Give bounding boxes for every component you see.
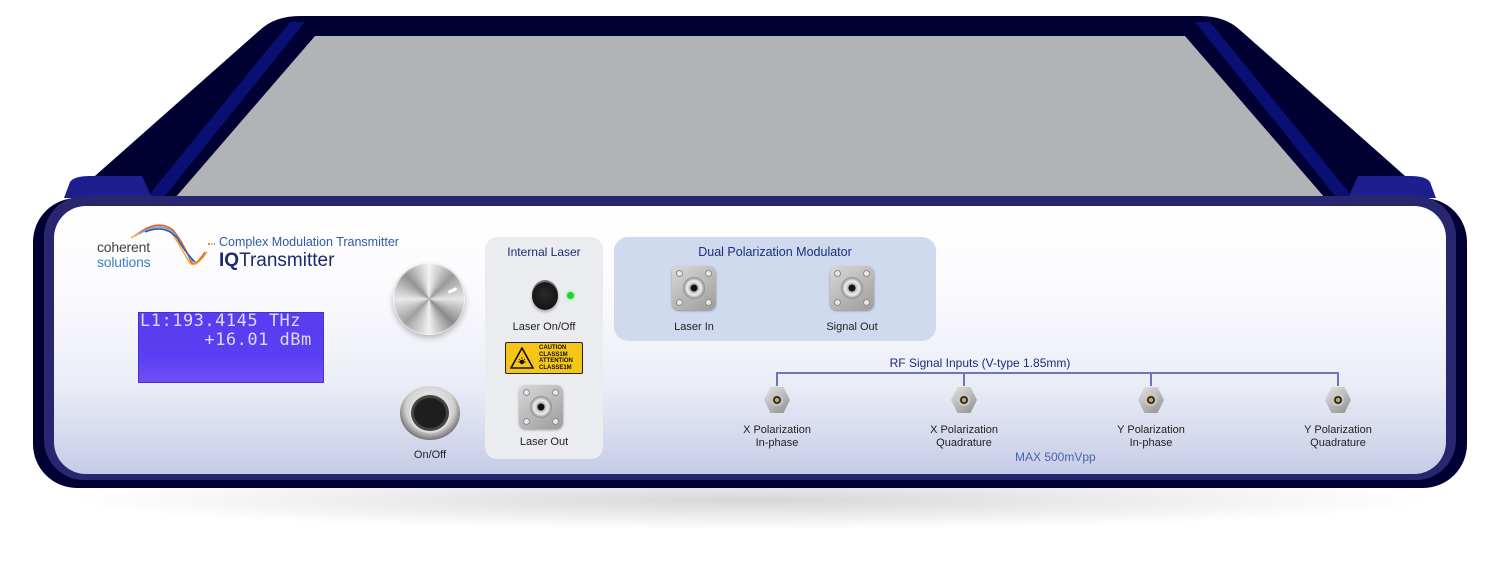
rf-drop-line — [963, 372, 965, 386]
rf-drop-line — [1337, 372, 1339, 386]
caution-line: ATTENTION — [539, 358, 573, 365]
brand-name-line2: solutions — [97, 254, 151, 270]
product-name-rest: Transmitter — [239, 250, 335, 271]
screw-icon — [834, 299, 841, 306]
rf-x-quadrature-label: X Polarization Quadrature — [909, 424, 1019, 450]
screw-icon — [863, 299, 870, 306]
rf-y-in-phase-connector[interactable] — [1138, 387, 1164, 413]
rf-max-voltage-label: MAX 500mVpp — [1015, 450, 1096, 464]
knob-indicator — [447, 287, 458, 294]
rf-drop-line — [1150, 372, 1152, 386]
rf-x-in-phase-label: X Polarization In-phase — [722, 424, 832, 450]
rf-label-line2: Quadrature — [936, 437, 992, 449]
rf-label-line1: X Polarization — [930, 424, 998, 436]
rf-port-icon — [958, 394, 970, 406]
rf-port-icon — [1332, 394, 1344, 406]
lcd-power: +16.01 dBm — [140, 330, 312, 350]
rf-y-quadrature-connector[interactable] — [1325, 387, 1351, 413]
dual-polarization-modulator-title: Dual Polarization Modulator — [698, 245, 852, 259]
rf-y-quadrature-label: Y Polarization Quadrature — [1283, 424, 1393, 450]
dual-polarization-modulator-panel — [614, 237, 936, 341]
rf-drop-line — [776, 372, 778, 386]
laser-in-label: Laser In — [674, 321, 714, 333]
brand-name-line1: coherent — [97, 239, 150, 255]
product-subtitle: Complex Modulation Transmitter — [219, 235, 399, 249]
screw-icon — [863, 270, 870, 277]
laser-warning-icon — [510, 347, 534, 369]
chassis-top — [64, 16, 1436, 198]
rf-port-icon — [771, 394, 783, 406]
screw-icon — [705, 270, 712, 277]
screw-icon — [705, 299, 712, 306]
fiber-port-icon — [530, 396, 552, 418]
screw-icon — [552, 418, 559, 425]
laser-status-led-icon — [567, 292, 574, 299]
product-name: IQTransmitter — [219, 250, 334, 272]
signal-out-label: Signal Out — [826, 321, 878, 333]
lcd-frequency: L1:193.4145 THz — [140, 311, 302, 331]
laser-caution-label: CAUTION CLASS1M ATTENTION CLASSE1M — [505, 342, 583, 374]
laser-in-connector[interactable] — [672, 266, 716, 310]
screw-icon — [834, 270, 841, 277]
rf-label-line2: In-phase — [755, 437, 799, 449]
rf-label-line2: Quadrature — [1310, 437, 1366, 449]
screw-icon — [552, 389, 559, 396]
power-button-label: On/Off — [413, 449, 447, 461]
rf-inputs-title: RF Signal Inputs (V-type 1.85mm) — [889, 356, 1071, 370]
rotary-knob-icon[interactable] — [393, 263, 465, 335]
caution-line: CLASS1M — [539, 351, 568, 358]
laser-out-label: Laser Out — [519, 436, 569, 448]
fiber-port-icon — [841, 277, 863, 299]
internal-laser-title: Internal Laser — [507, 245, 581, 259]
screw-icon — [523, 418, 530, 425]
laser-on-off-button[interactable] — [532, 282, 558, 310]
rf-label-line1: Y Polarization — [1117, 424, 1185, 436]
rf-bus-line — [777, 372, 1338, 374]
rf-label-line1: X Polarization — [743, 424, 811, 436]
rf-label-line1: Y Polarization — [1304, 424, 1372, 436]
power-button[interactable] — [400, 386, 460, 440]
coherent-solutions-logo-icon — [130, 224, 215, 266]
product-name-bold: IQ — [219, 250, 240, 271]
power-button-icon — [414, 398, 446, 428]
caution-line: CAUTION — [539, 345, 567, 351]
screw-icon — [676, 299, 683, 306]
fiber-port-icon — [683, 277, 705, 299]
screw-icon — [676, 270, 683, 277]
rf-y-in-phase-label: Y Polarization In-phase — [1096, 424, 1206, 450]
laser-on-off-label: Laser On/Off — [512, 321, 576, 333]
screw-icon — [523, 389, 530, 396]
laser-out-connector[interactable] — [519, 385, 563, 429]
signal-out-connector[interactable] — [830, 266, 874, 310]
lcd-display: L1:193.4145 THz +16.01 dBm — [138, 312, 324, 383]
caution-line: CLASSE1M — [539, 364, 572, 371]
rf-label-line2: In-phase — [1129, 437, 1173, 449]
rf-port-icon — [1145, 394, 1157, 406]
